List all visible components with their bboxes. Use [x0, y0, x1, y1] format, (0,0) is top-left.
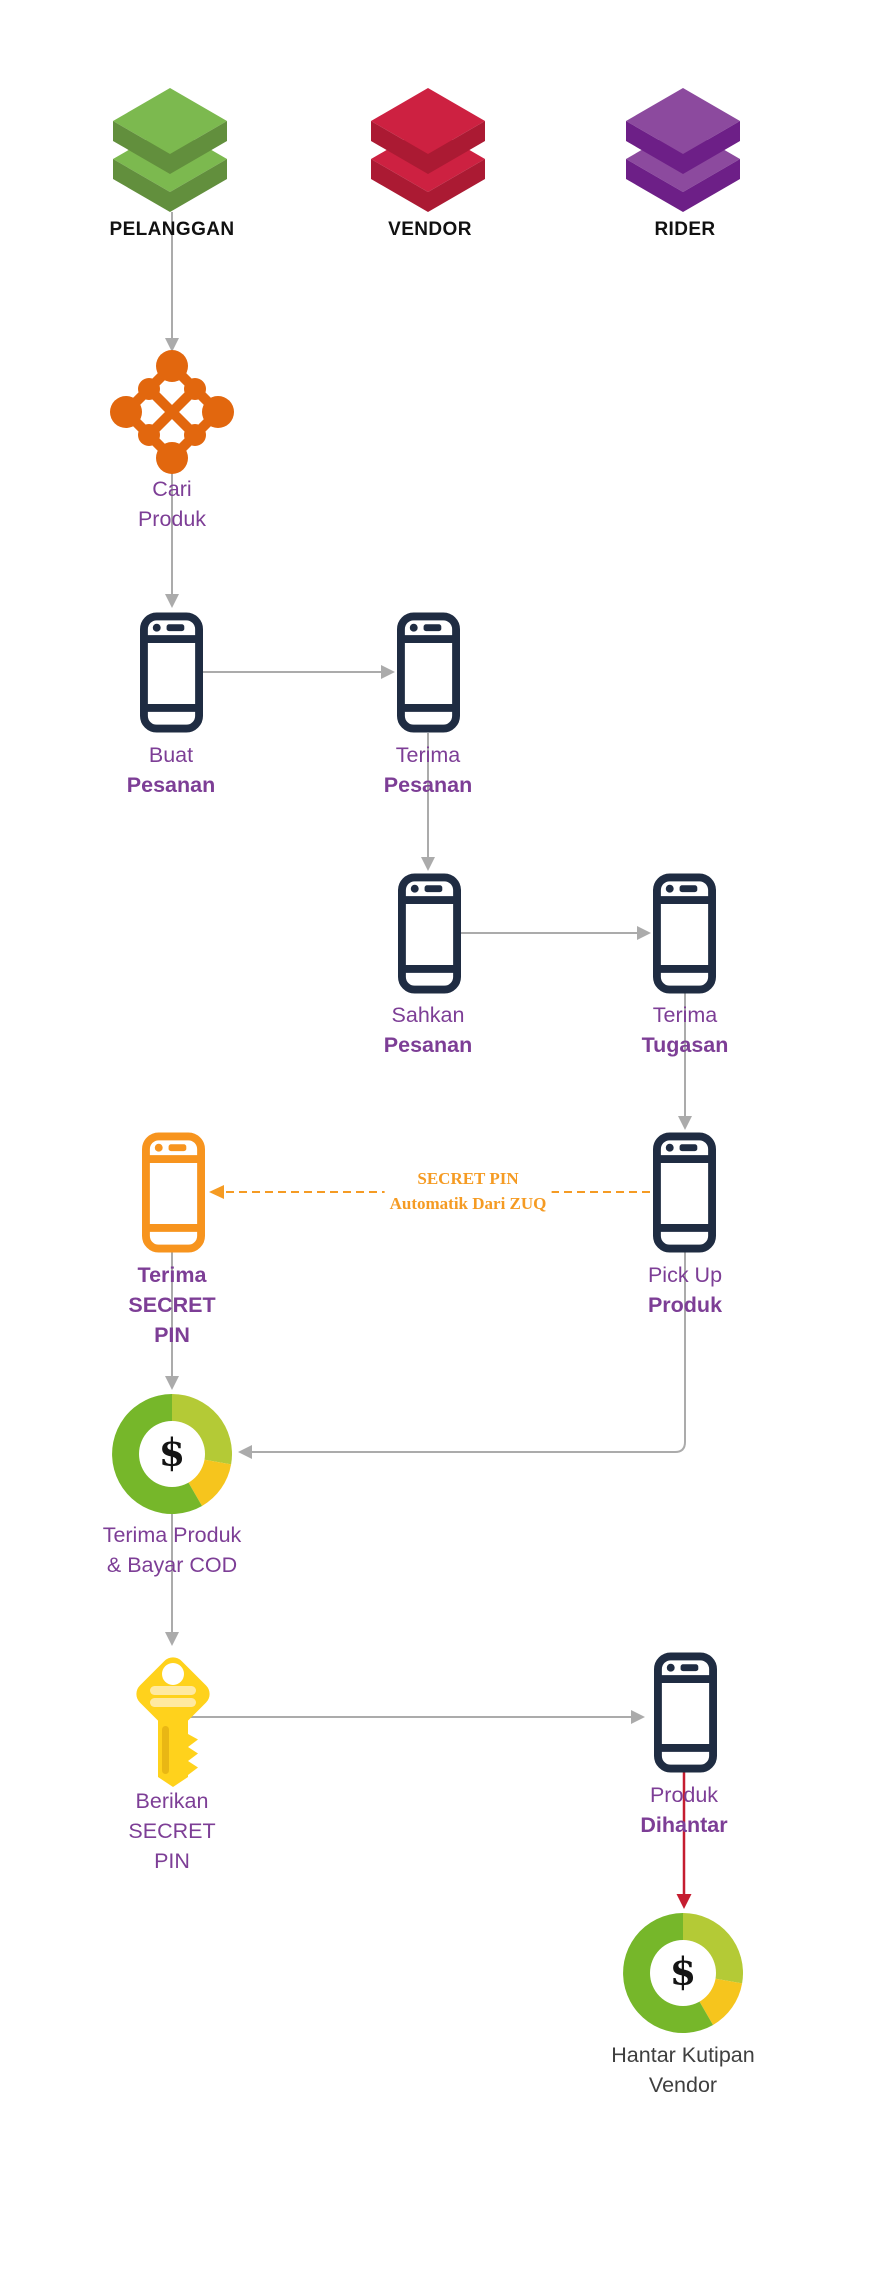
speaker-bar	[680, 1664, 699, 1672]
arrowhead	[678, 1116, 692, 1130]
label-terima-pesanan: Terima Pesanan	[383, 743, 473, 797]
phone-icon-terima-secret-pin	[142, 1132, 205, 1253]
arrowhead	[381, 665, 395, 679]
speaker-bar	[166, 624, 185, 632]
phone-icon-sahkan-pesanan	[398, 873, 461, 994]
label-terima-produk-cod: Terima Produk & Bayar COD	[102, 1523, 242, 1577]
vendor-stack-icon	[371, 88, 485, 212]
pelanggan-stack-icon	[113, 88, 227, 212]
speaker-bar	[423, 624, 442, 632]
arrowhead	[165, 594, 179, 608]
dollar-sign: $	[158, 1429, 186, 1475]
label-pickup-produk: Pick Up Produk	[647, 1263, 723, 1317]
arrow-pickup-to-cod-elbow	[252, 1252, 686, 1453]
phone-icon-buat-pesanan	[140, 612, 203, 733]
key-icon	[136, 1657, 210, 1787]
label-sahkan-pesanan: Sahkan Pesanan	[383, 1003, 473, 1057]
camera-dot	[409, 623, 418, 632]
key-hole	[162, 1663, 184, 1685]
camera-dot	[154, 1143, 163, 1152]
secret-pin-annotation: SECRET PIN Automatik Dari ZUQ	[384, 1166, 552, 1216]
speaker-bar	[168, 1144, 187, 1152]
arrowhead	[421, 857, 435, 871]
camera-dot	[410, 884, 419, 893]
phone-icon-terima-pesanan	[397, 612, 460, 733]
arrowhead-red	[676, 1894, 692, 1909]
camera-dot	[666, 1663, 675, 1672]
lane-label-pelanggan: PELANGGAN	[109, 219, 235, 240]
phone-icon-pickup-produk	[653, 1132, 716, 1253]
arrowhead	[637, 926, 651, 940]
phone-icon-produk-dihantar	[654, 1652, 717, 1773]
dollar-sign: $	[669, 1948, 697, 1994]
arrowhead	[165, 1632, 179, 1646]
label-hantar-kutipan-vendor: Hantar Kutipan Vendor	[611, 2043, 755, 2097]
lane-label-vendor: VENDOR	[388, 219, 472, 240]
vendor-collection-donut-icon	[623, 1913, 743, 2033]
camera-dot	[665, 884, 674, 893]
speaker-bar	[424, 885, 443, 893]
camera-dot	[152, 623, 161, 632]
speaker-bar	[679, 885, 698, 893]
arrowhead	[165, 1376, 179, 1390]
arrowhead	[631, 1710, 645, 1724]
search-product-network-icon	[110, 350, 234, 474]
arrowhead-orange	[209, 1185, 224, 1199]
arrowhead	[238, 1445, 252, 1459]
camera-dot	[665, 1143, 674, 1152]
label-cari-produk: Cari Produk	[137, 477, 207, 531]
arrowhead	[165, 338, 179, 352]
cod-payment-donut-icon	[112, 1394, 232, 1514]
label-terima-secret-pin: Terima SECRET PIN	[128, 1263, 216, 1347]
label-berikan-secret-pin: Berikan SECRET PIN	[128, 1789, 216, 1873]
label-buat-pesanan: Buat Pesanan	[126, 743, 216, 797]
rider-stack-icon	[626, 88, 740, 212]
lane-label-rider: RIDER	[654, 219, 716, 240]
phone-icon-terima-tugasan	[653, 873, 716, 994]
speaker-bar	[679, 1144, 698, 1152]
label-terima-tugasan: Terima Tugasan	[641, 1003, 729, 1057]
label-produk-dihantar: Produk Dihantar	[640, 1783, 728, 1837]
